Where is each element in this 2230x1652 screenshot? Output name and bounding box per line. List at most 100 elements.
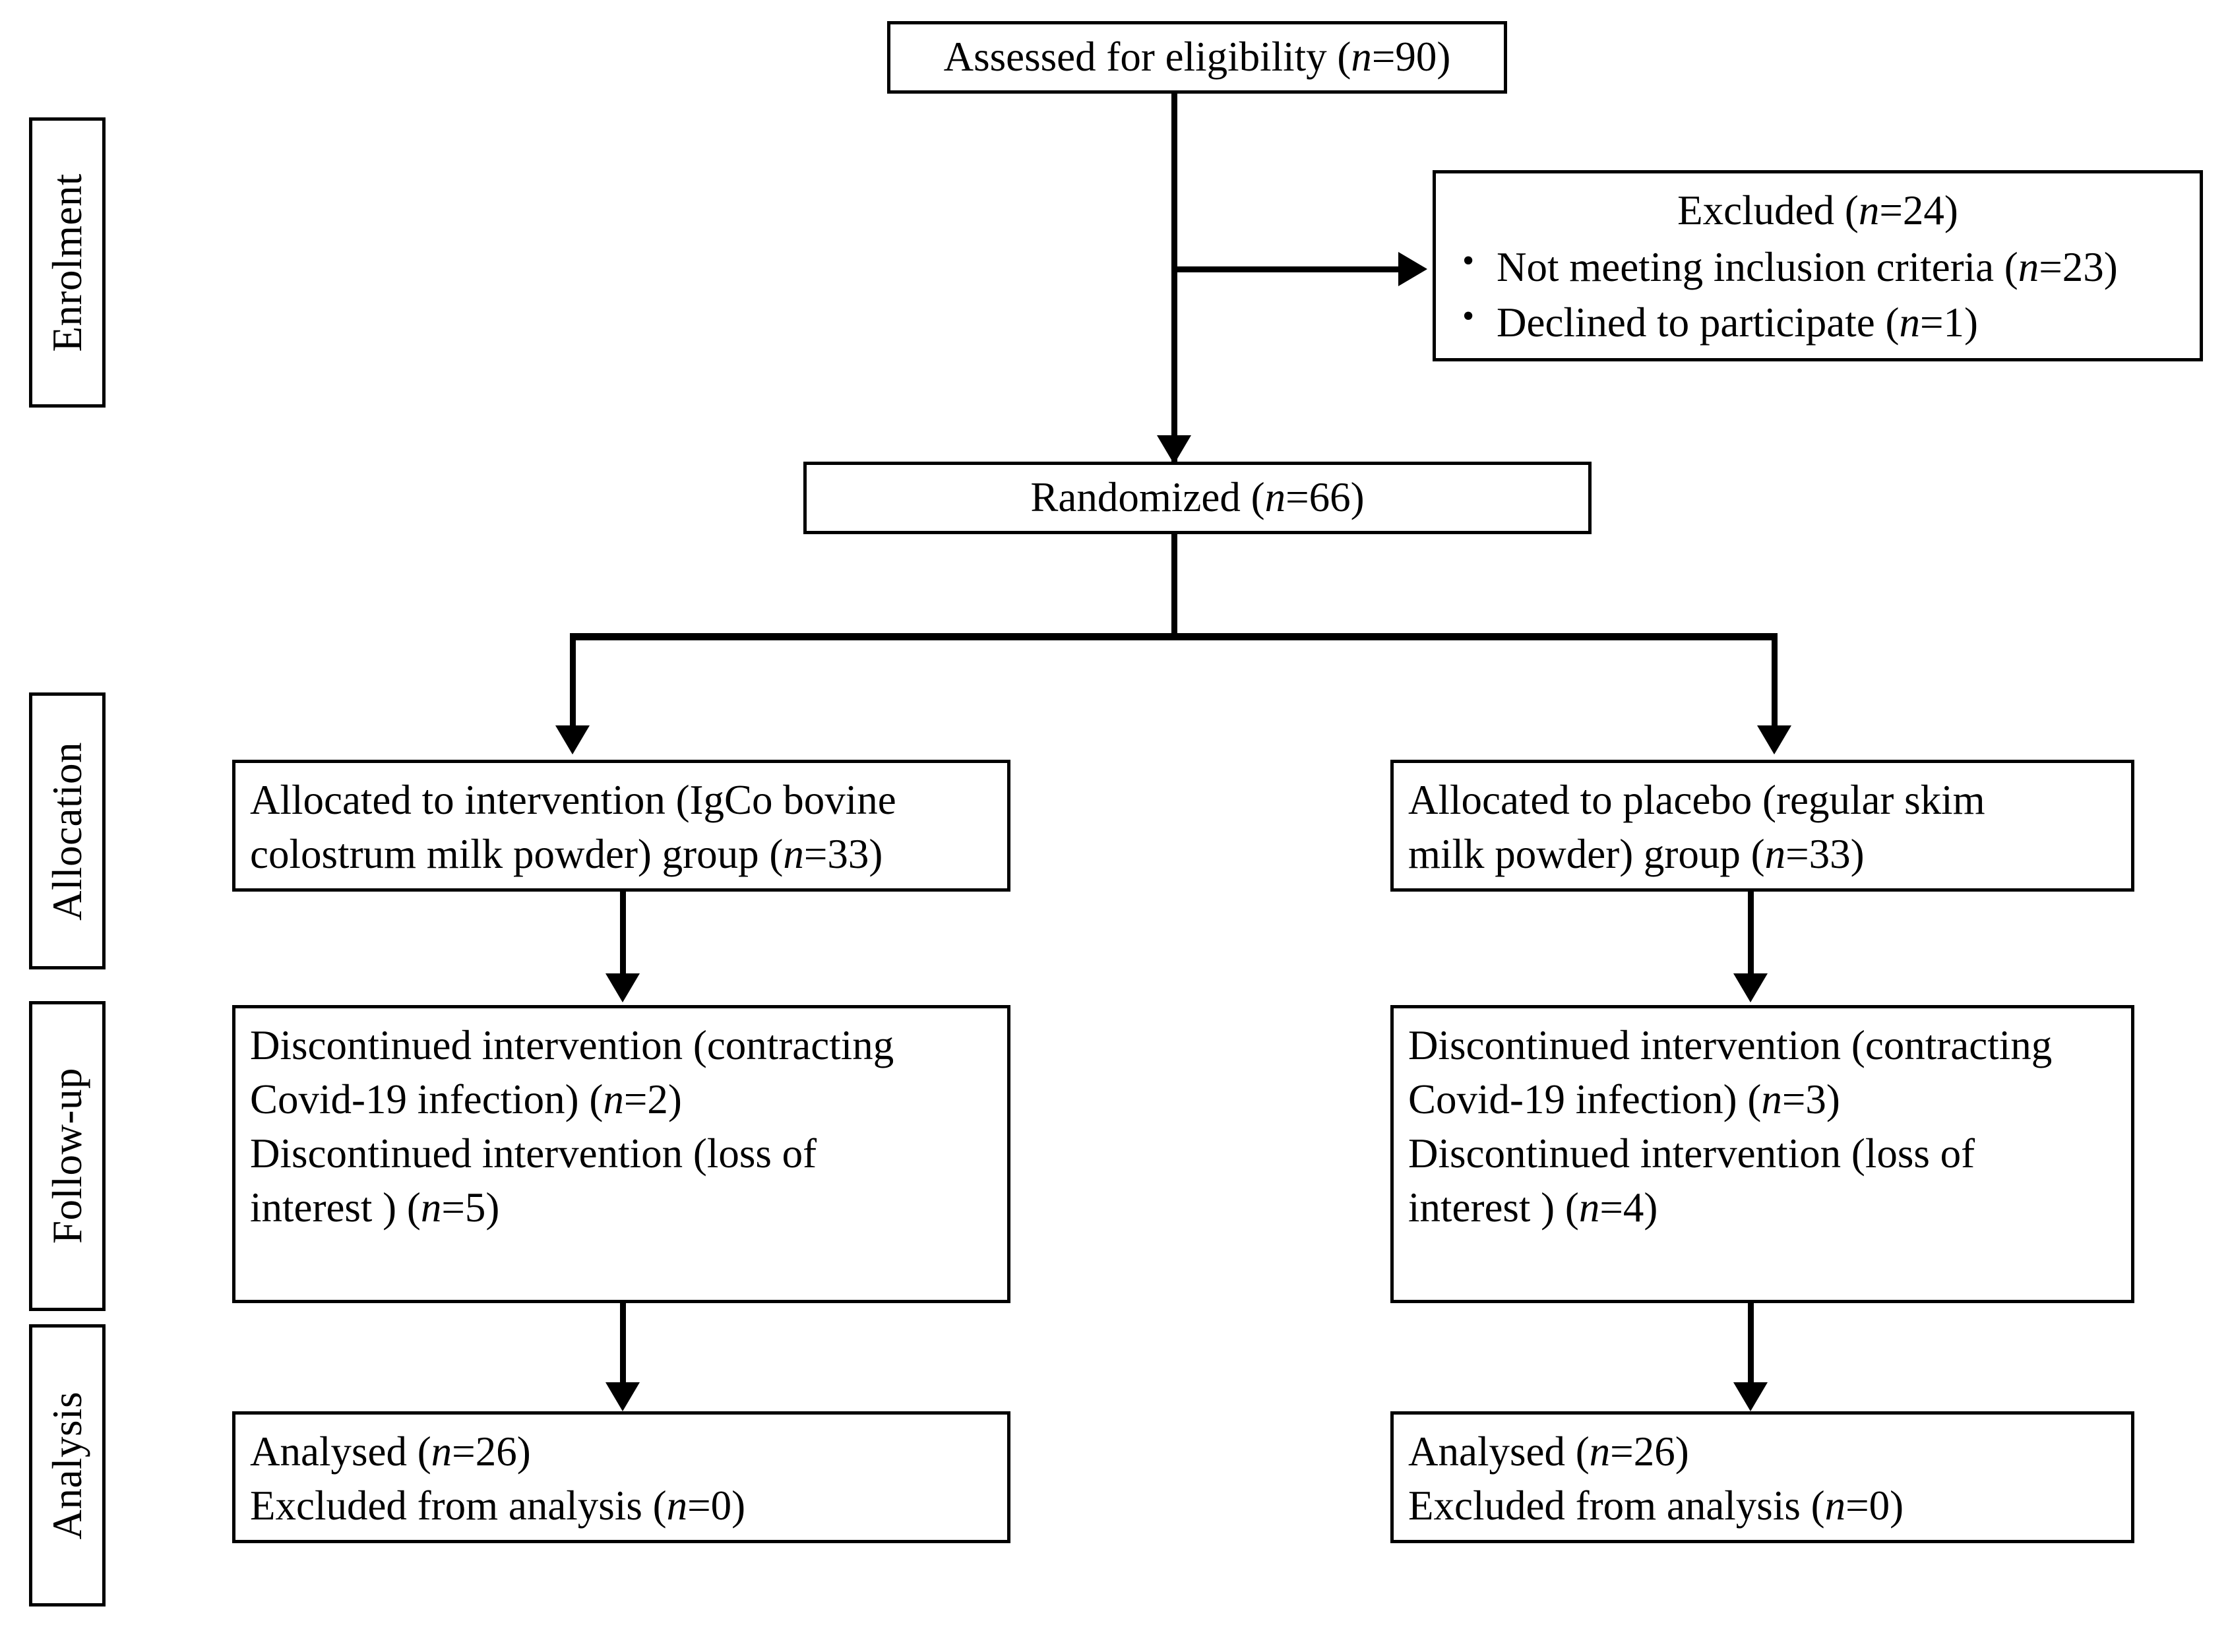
- analysis-left-line1-before: Analysed (: [250, 1428, 431, 1475]
- connector-alloc-left-to-followup: [620, 892, 626, 977]
- alloc-left-line2-before: colostrum milk powder) group (: [250, 830, 784, 877]
- connector-randomized-split-bar: [570, 633, 1777, 640]
- node-assessed-text: Assessed for eligibility (n=90): [931, 24, 1464, 91]
- stage-box-enrolment: Enrolment: [29, 117, 106, 408]
- analysis-left-line1-n: n: [431, 1428, 452, 1475]
- node-randomized: Randomized (n=66): [803, 462, 1592, 534]
- arrowhead-assessed-to-randomized: [1157, 435, 1191, 464]
- arrowhead-followup-right-to-analysis: [1733, 1382, 1768, 1411]
- analysis-left-line2-before: Excluded from analysis (: [250, 1482, 667, 1529]
- node-analysis-intervention-body: Analysed (n=26) Excluded from analysis (…: [235, 1415, 1007, 1540]
- arrowhead-split-right: [1757, 725, 1791, 754]
- analysis-right-line1-after: =26): [1610, 1428, 1689, 1475]
- node-randomized-text: Randomized (n=66): [1017, 464, 1377, 532]
- alloc-left-line2-after: =33): [803, 830, 883, 877]
- excluded-reason-1-after: =23): [2039, 243, 2118, 290]
- followup-right-line1: Discontinued intervention (contracting: [1408, 1022, 2053, 1068]
- followup-left-line2-after: =2): [623, 1076, 682, 1122]
- connector-split-left-drop: [570, 633, 576, 733]
- arrowhead-split-left: [555, 725, 590, 754]
- followup-left-line4-before: interest ) (: [250, 1184, 421, 1231]
- analysis-right-line1-before: Analysed (: [1408, 1428, 1590, 1475]
- node-allocated-intervention-body: Allocated to intervention (IgCo bovine c…: [235, 763, 1007, 888]
- assessed-text-before: Assessed for eligibility (: [943, 34, 1351, 80]
- connector-followup-left-to-analysis: [620, 1303, 626, 1386]
- followup-left-line1: Discontinued intervention (contracting: [250, 1022, 894, 1068]
- followup-right-line2-before: Covid-19 infection) (: [1408, 1076, 1762, 1122]
- followup-right-line3: Discontinued intervention (loss of: [1408, 1130, 1975, 1177]
- followup-right-line4: interest ) (n=4): [1408, 1181, 2117, 1235]
- followup-right-line2: Covid-19 infection) (n=3): [1408, 1073, 2117, 1127]
- followup-left-line4: interest ) (n=5): [250, 1181, 993, 1235]
- stage-label-followup: Follow-up: [44, 1068, 90, 1244]
- alloc-right-line2-n: n: [1764, 830, 1786, 877]
- assessed-n-symbol: n: [1351, 34, 1372, 80]
- connector-followup-right-to-analysis: [1748, 1303, 1754, 1386]
- stage-box-allocation: Allocation: [29, 692, 106, 969]
- analysis-right-line2-after: =0): [1845, 1482, 1904, 1529]
- assessed-text-after: =90): [1371, 34, 1451, 80]
- analysis-left-line1: Analysed (n=26): [250, 1425, 993, 1479]
- arrowhead-followup-left-to-analysis: [605, 1382, 640, 1411]
- alloc-right-line2: milk powder) group (n=33): [1408, 828, 2117, 882]
- excluded-reason-1-before: Not meeting inclusion criteria (: [1497, 243, 2018, 290]
- randomized-n-symbol: n: [1264, 474, 1286, 521]
- stage-label-analysis: Analysis: [44, 1391, 90, 1540]
- stage-box-followup: Follow-up: [29, 1001, 106, 1311]
- excluded-title-after: =24): [1879, 187, 1958, 233]
- connector-assessed-to-excluded: [1174, 266, 1405, 272]
- alloc-left-line1: Allocated to intervention (IgCo bovine: [250, 777, 896, 823]
- randomized-text-before: Randomized (: [1030, 474, 1265, 521]
- arrowhead-alloc-left-to-followup: [605, 973, 640, 1002]
- followup-right-line2-after: =3): [1781, 1076, 1840, 1122]
- arrowhead-assessed-to-excluded: [1398, 252, 1427, 286]
- followup-right-line2-n: n: [1761, 1076, 1782, 1122]
- connector-randomized-stem: [1171, 534, 1177, 637]
- excluded-title-n: n: [1858, 187, 1880, 233]
- connector-alloc-right-to-followup: [1748, 892, 1754, 977]
- node-allocated-intervention: Allocated to intervention (IgCo bovine c…: [232, 760, 1010, 892]
- followup-right-line4-after: =4): [1599, 1184, 1658, 1231]
- alloc-right-line2-before: milk powder) group (: [1408, 830, 1765, 877]
- excluded-title-before: Excluded (: [1677, 187, 1859, 233]
- followup-right-line4-before: interest ) (: [1408, 1184, 1579, 1231]
- node-followup-placebo: Discontinued intervention (contracting C…: [1390, 1005, 2134, 1303]
- analysis-left-line2-n: n: [666, 1482, 688, 1529]
- stage-box-analysis: Analysis: [29, 1324, 106, 1606]
- analysis-right-line2: Excluded from analysis (n=0): [1408, 1479, 2117, 1533]
- analysis-right-line2-n: n: [1824, 1482, 1846, 1529]
- analysis-right-line2-before: Excluded from analysis (: [1408, 1482, 1825, 1529]
- followup-left-line4-n: n: [420, 1184, 442, 1231]
- stage-label-allocation: Allocation: [44, 741, 90, 921]
- excluded-reason-item: Not meeting inclusion criteria (n=23): [1450, 238, 2185, 295]
- node-followup-placebo-body: Discontinued intervention (contracting C…: [1394, 1008, 2131, 1242]
- analysis-left-line2-after: =0): [687, 1482, 746, 1529]
- followup-left-line2-before: Covid-19 infection) (: [250, 1076, 604, 1122]
- alloc-right-line2-after: =33): [1785, 830, 1865, 877]
- followup-right-line4-n: n: [1578, 1184, 1600, 1231]
- excluded-reason-list: Not meeting inclusion criteria (n=23) De…: [1450, 238, 2185, 351]
- node-assessed-for-eligibility: Assessed for eligibility (n=90): [887, 21, 1507, 94]
- excluded-title: Excluded (n=24): [1450, 184, 2185, 238]
- node-excluded: Excluded (n=24) Not meeting inclusion cr…: [1433, 170, 2203, 361]
- node-analysis-intervention: Analysed (n=26) Excluded from analysis (…: [232, 1411, 1010, 1543]
- node-analysis-placebo-body: Analysed (n=26) Excluded from analysis (…: [1394, 1415, 2131, 1540]
- analysis-right-line1-n: n: [1589, 1428, 1611, 1475]
- connector-assessed-to-randomized: [1171, 94, 1177, 463]
- followup-left-line4-after: =5): [441, 1184, 500, 1231]
- followup-left-line2-n: n: [603, 1076, 624, 1122]
- followup-left-line3: Discontinued intervention (loss of: [250, 1130, 817, 1177]
- excluded-reason-1-n: n: [2018, 243, 2039, 290]
- alloc-right-line1: Allocated to placebo (regular skim: [1408, 777, 1985, 823]
- excluded-reason-item: Declined to participate (n=1): [1450, 293, 2185, 350]
- arrowhead-alloc-right-to-followup: [1733, 973, 1768, 1002]
- connector-split-right-drop: [1772, 633, 1778, 733]
- node-followup-intervention-body: Discontinued intervention (contracting C…: [235, 1008, 1007, 1242]
- analysis-left-line1-after: =26): [452, 1428, 531, 1475]
- node-followup-intervention: Discontinued intervention (contracting C…: [232, 1005, 1010, 1303]
- analysis-left-line2: Excluded from analysis (n=0): [250, 1479, 993, 1533]
- node-allocated-placebo-body: Allocated to placebo (regular skim milk …: [1394, 763, 2131, 888]
- excluded-reason-2-n: n: [1899, 299, 1920, 346]
- analysis-right-line1: Analysed (n=26): [1408, 1425, 2117, 1479]
